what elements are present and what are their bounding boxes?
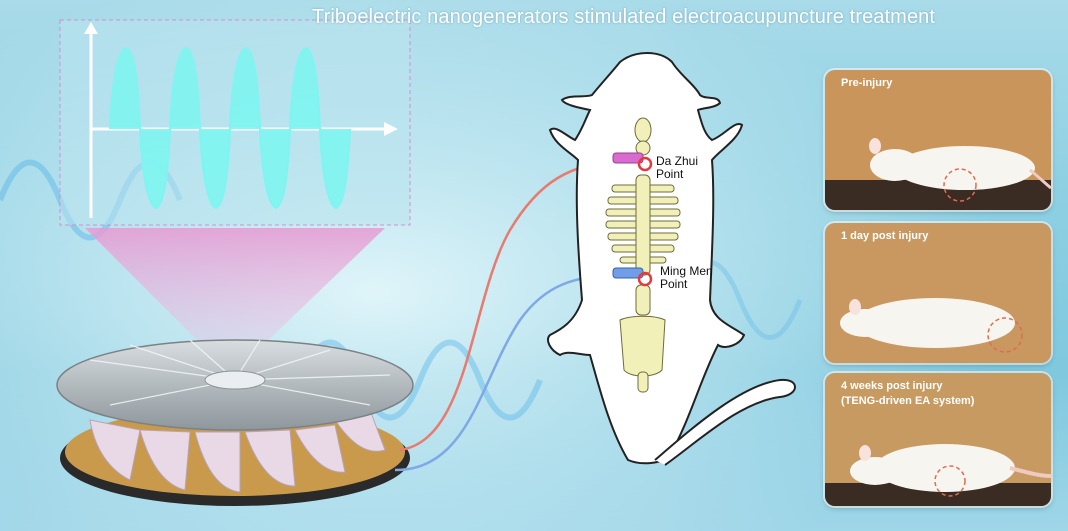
panel-label-line: 1 day post injury — [841, 230, 929, 242]
teng-blades — [89, 409, 386, 493]
ac-signal-waveform — [109, 46, 351, 210]
panel-label-line: 4 weeks post injury — [841, 380, 943, 392]
panel-4-weeks: 4 weeks post injury (TENG-driven EA syst… — [825, 373, 1051, 506]
panel-1-day-photo — [825, 223, 1051, 363]
rat-tail — [654, 378, 796, 466]
page-title: Triboelectric nanogenerators stimulated … — [312, 6, 936, 28]
panel-pre-injury-photo — [825, 70, 1051, 210]
rotor-hub — [204, 370, 266, 390]
dazhui-label-line-2: Point — [656, 167, 684, 181]
dazhui-needle — [612, 152, 653, 172]
red-wire — [399, 158, 621, 452]
mingmen-label: Ming Men Point — [660, 265, 713, 291]
dazhui-label: Da Zhui Point — [656, 155, 698, 181]
panel-pre-injury: Pre-injury — [825, 70, 1051, 210]
mingmen-needle — [612, 267, 653, 287]
dazhui-label-line-1: Da Zhui — [656, 154, 699, 168]
panel-label: 4 weeks post injury (TENG-driven EA syst… — [841, 379, 974, 409]
x-axis-arrowhead — [384, 122, 398, 136]
panel-label-line: Pre-injury — [841, 77, 893, 89]
mingmen-label-line-2: Point — [660, 277, 688, 291]
panel-1-day: 1 day post injury — [825, 223, 1051, 363]
pink-beam — [85, 228, 385, 375]
blue-wire — [394, 273, 623, 472]
panel-4-weeks-photo — [825, 373, 1051, 506]
y-axis-arrowhead — [84, 22, 98, 34]
panel-label: Pre-injury — [841, 76, 892, 91]
panel-label-line: (TENG-driven EA system) — [841, 395, 975, 407]
panel-label: 1 day post injury — [841, 229, 928, 244]
mingmen-label-line-1: Ming Men — [660, 264, 713, 278]
